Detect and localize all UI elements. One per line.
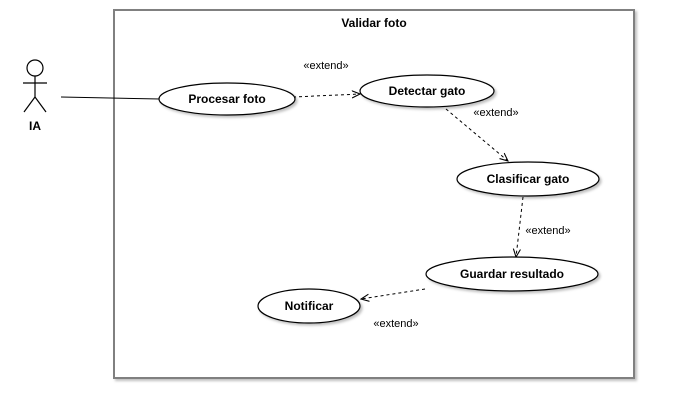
- use-case-label: Clasificar gato: [487, 172, 570, 186]
- actor-ia[interactable]: [23, 59, 47, 113]
- extend-label-1: «extend»: [303, 60, 348, 72]
- use-case-ellipse: [158, 82, 296, 116]
- use-case-label: Detectar gato: [389, 84, 466, 98]
- extend-clasificar-guardar: [516, 196, 524, 257]
- use-case-notificar[interactable]: Notificar: [257, 288, 361, 324]
- system-title: Validar foto: [341, 16, 406, 30]
- use-case-label: Guardar resultado: [460, 267, 564, 281]
- actor-right-leg: [34, 96, 47, 113]
- use-case-clasificar-gato[interactable]: Clasificar gato: [456, 161, 600, 197]
- use-case-guardar-resultado[interactable]: Guardar resultado: [425, 256, 599, 292]
- use-case-label: Procesar foto: [188, 92, 265, 106]
- actor-left-leg: [23, 96, 36, 113]
- use-case-label: Notificar: [285, 299, 334, 313]
- extend-procesar-detectar: [292, 94, 360, 97]
- association-line: [60, 96, 161, 100]
- use-case-detectar-gato[interactable]: Detectar gato: [359, 74, 495, 108]
- extend-label-4: «extend»: [373, 318, 418, 330]
- use-case-ellipse: [456, 161, 600, 197]
- use-case-ellipse: [425, 256, 599, 292]
- use-case-ellipse: [257, 288, 361, 324]
- extend-label-2: «extend»: [473, 107, 518, 119]
- use-case-procesar-foto[interactable]: Procesar foto: [158, 82, 296, 116]
- actor-name: IA: [29, 119, 41, 133]
- extend-detectar-clasificar: [445, 108, 508, 161]
- extend-label-3: «extend»: [525, 225, 570, 237]
- actor-head: [26, 59, 44, 77]
- use-case-ellipse: [359, 74, 495, 108]
- extend-guardar-notificar: [361, 288, 426, 299]
